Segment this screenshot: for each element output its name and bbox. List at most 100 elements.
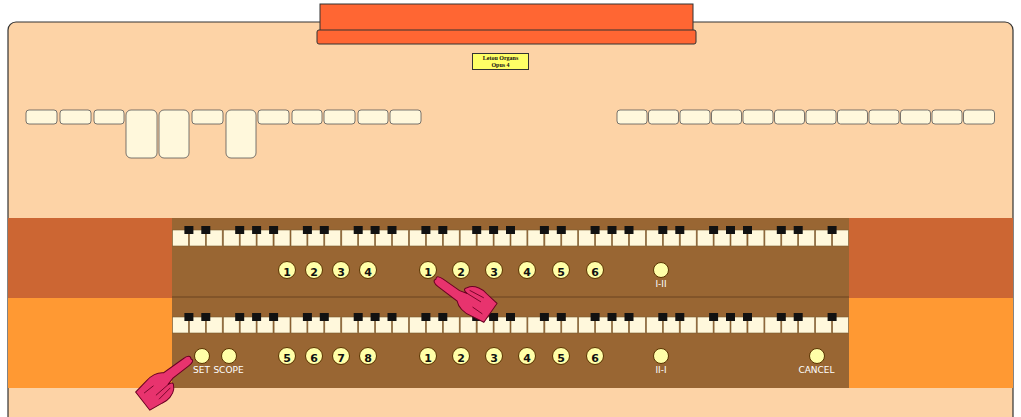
piston-number: 6 bbox=[310, 352, 318, 365]
button-circle bbox=[653, 262, 669, 278]
black-key bbox=[388, 313, 397, 321]
piston-button: 5 bbox=[278, 347, 296, 365]
black-key bbox=[709, 313, 718, 321]
black-key bbox=[777, 313, 786, 321]
black-key bbox=[675, 226, 684, 234]
piston-button: 4 bbox=[518, 261, 536, 279]
piston-number: 3 bbox=[337, 266, 345, 279]
piston-number: 1 bbox=[424, 352, 432, 365]
piston-number: 5 bbox=[557, 352, 565, 365]
black-key bbox=[421, 313, 430, 321]
cheek-lower-left bbox=[8, 298, 172, 388]
black-key bbox=[371, 226, 380, 234]
black-key bbox=[625, 226, 634, 234]
keydesk bbox=[172, 218, 849, 388]
piston-number: 1 bbox=[283, 266, 291, 279]
button-label: CANCEL bbox=[797, 365, 836, 376]
console-frame bbox=[8, 22, 1013, 417]
button-circle bbox=[809, 348, 825, 364]
black-key bbox=[625, 313, 634, 321]
piston-number: 1 bbox=[424, 266, 432, 279]
black-key bbox=[726, 226, 735, 234]
black-key bbox=[608, 313, 617, 321]
black-key bbox=[303, 226, 312, 234]
piston-number: 8 bbox=[364, 352, 372, 365]
cheek-upper-right bbox=[849, 218, 1013, 298]
piston-number: 2 bbox=[457, 352, 465, 365]
button-label: I-II bbox=[652, 279, 670, 290]
piston-button: 1 bbox=[278, 261, 296, 279]
piston-number: 2 bbox=[457, 266, 465, 279]
piston-number: 6 bbox=[591, 266, 599, 279]
piston-button: 6 bbox=[586, 261, 604, 279]
piston-button: 4 bbox=[518, 347, 536, 365]
piston-button: 7 bbox=[332, 347, 350, 365]
piston-number: 7 bbox=[337, 352, 345, 365]
button-circle bbox=[194, 348, 210, 364]
black-key bbox=[743, 313, 752, 321]
labeled-button: CANCEL bbox=[797, 348, 836, 376]
piston-button: 1 bbox=[419, 347, 437, 365]
black-key bbox=[506, 313, 515, 321]
piston-button: 2 bbox=[452, 347, 470, 365]
black-key bbox=[489, 313, 498, 321]
black-key bbox=[726, 313, 735, 321]
black-key bbox=[320, 313, 329, 321]
piston-number: 4 bbox=[523, 266, 531, 279]
piston-number: 5 bbox=[557, 266, 565, 279]
black-key bbox=[320, 226, 329, 234]
black-key bbox=[438, 313, 447, 321]
name-plate: Letou Organs Opus 4 bbox=[472, 53, 529, 70]
piston-button: 3 bbox=[332, 261, 350, 279]
black-key bbox=[794, 226, 803, 234]
black-key bbox=[557, 313, 566, 321]
black-key bbox=[472, 226, 481, 234]
black-key bbox=[540, 313, 549, 321]
button-circle bbox=[221, 348, 237, 364]
black-key bbox=[201, 226, 210, 234]
piston-button: 2 bbox=[452, 261, 470, 279]
black-key bbox=[354, 226, 363, 234]
black-key bbox=[794, 313, 803, 321]
button-label: II-I bbox=[652, 365, 670, 376]
black-key bbox=[252, 313, 261, 321]
cheek-upper-left bbox=[8, 218, 172, 298]
black-key bbox=[675, 313, 684, 321]
black-key bbox=[540, 226, 549, 234]
piston-button: 8 bbox=[359, 347, 377, 365]
black-key bbox=[269, 313, 278, 321]
piston-button: 6 bbox=[586, 347, 604, 365]
pointing-hand bbox=[134, 350, 203, 412]
stop-tabs-right bbox=[617, 110, 995, 124]
piston-button: 6 bbox=[305, 347, 323, 365]
piston-number: 5 bbox=[283, 352, 291, 365]
black-key bbox=[184, 226, 193, 234]
cheek-lower-right bbox=[849, 298, 1013, 388]
black-key bbox=[828, 313, 837, 321]
black-key bbox=[235, 313, 244, 321]
black-key bbox=[252, 226, 261, 234]
black-key bbox=[709, 226, 718, 234]
black-key bbox=[828, 226, 837, 234]
black-key bbox=[489, 226, 498, 234]
piston-button: 4 bbox=[359, 261, 377, 279]
stop-tabs-left bbox=[26, 110, 421, 158]
black-key bbox=[201, 313, 210, 321]
labeled-button: I-II bbox=[652, 262, 670, 290]
piston-number: 4 bbox=[364, 266, 372, 279]
piston-button: 5 bbox=[552, 347, 570, 365]
button-label: SET bbox=[192, 365, 211, 376]
button-label: SCOPE bbox=[212, 365, 245, 376]
black-key bbox=[184, 313, 193, 321]
piston-number: 3 bbox=[490, 352, 498, 365]
piston-button: 2 bbox=[305, 261, 323, 279]
piston-number: 3 bbox=[490, 266, 498, 279]
labeled-button: SCOPE bbox=[212, 348, 245, 376]
piston-button: 5 bbox=[552, 261, 570, 279]
button-circle bbox=[653, 348, 669, 364]
music-rack-lip bbox=[317, 30, 696, 44]
black-key bbox=[591, 313, 600, 321]
piston-button: 3 bbox=[485, 261, 503, 279]
piston-button: 1 bbox=[419, 261, 437, 279]
